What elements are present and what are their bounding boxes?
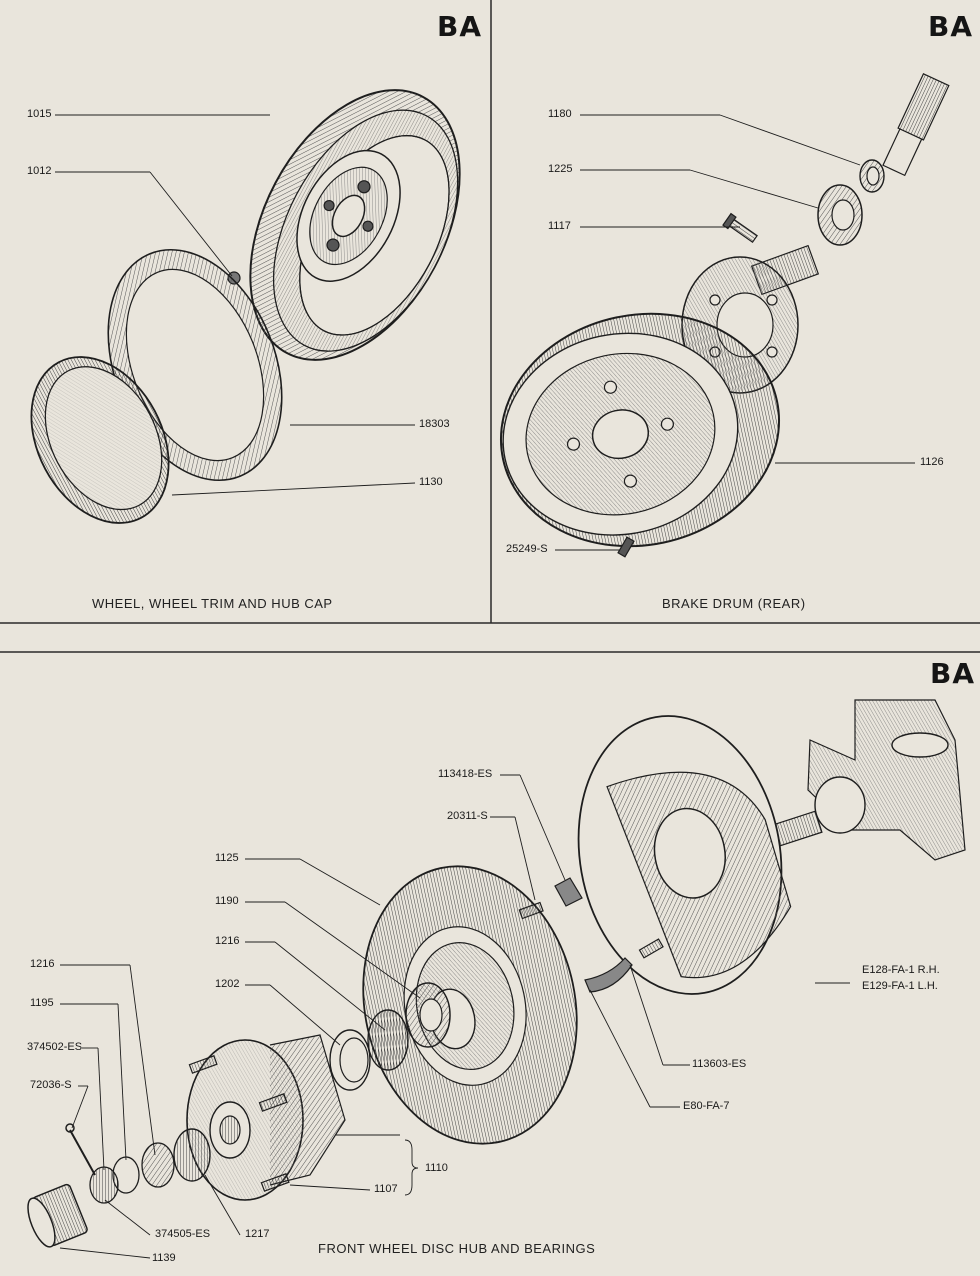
part-label: 1107 <box>374 1183 398 1195</box>
part-label: 1225 <box>548 163 573 175</box>
stub-axle-knuckle <box>757 699 966 861</box>
caption-wheel: WHEEL, WHEEL TRIM AND HUB CAP <box>92 596 333 611</box>
part-label: 1139 <box>152 1252 176 1264</box>
part-label: 1217 <box>245 1228 270 1240</box>
part-label: 374502-ES <box>27 1041 83 1053</box>
lock-tab-lower <box>584 957 633 993</box>
part-label: 25249-S <box>506 543 548 555</box>
part-label: 1015 <box>27 108 52 120</box>
disc-bolt <box>518 901 544 920</box>
splash-shield <box>577 715 792 995</box>
wheel-rim <box>249 89 461 361</box>
part-label: 1180 <box>548 108 572 120</box>
axle-shaft <box>882 72 950 177</box>
part-label: 20311-S <box>447 810 488 822</box>
part-label: 374505-ES <box>155 1228 211 1240</box>
lock-tab-upper <box>554 877 583 907</box>
part-label: E80-FA-7 <box>683 1100 730 1112</box>
brake-leader-lines <box>555 114 915 551</box>
panel-borders <box>0 0 980 653</box>
part-label: 1190 <box>215 895 239 907</box>
part-label: E128-FA-1 R.H. <box>862 964 940 976</box>
part-label: 1012 <box>27 165 52 177</box>
part-label: 1130 <box>419 476 443 488</box>
hub-leader-lines <box>59 774 850 1259</box>
brake-drum-drawing <box>499 72 950 558</box>
brake-drum <box>499 312 781 548</box>
part-label: 1216 <box>215 935 240 947</box>
part-label: 1202 <box>215 978 240 990</box>
section-badge-top-right: BA <box>928 10 974 43</box>
part-label: 1117 <box>548 220 571 232</box>
wheel-hub <box>186 1034 346 1201</box>
part-label: 1110 <box>425 1162 448 1174</box>
caption-front-hub: FRONT WHEEL DISC HUB AND BEARINGS <box>318 1241 596 1256</box>
caption-brake-drum: BRAKE DRUM (REAR) <box>662 596 806 611</box>
part-label: 1125 <box>215 852 239 864</box>
part-label: 1126 <box>920 456 944 468</box>
part-label: 113603-ES <box>692 1058 747 1070</box>
grease-cap <box>27 1183 88 1248</box>
part-label: E129-FA-1 L.H. <box>862 980 938 992</box>
section-badge-top-left: BA <box>437 10 483 43</box>
shield-bolt <box>638 938 664 959</box>
split-pin <box>69 1129 96 1176</box>
wheel-assembly-drawing <box>30 89 461 524</box>
part-label: 1216 <box>30 958 55 970</box>
wheel-stud <box>722 212 758 243</box>
part-label: 72036-S <box>30 1079 72 1091</box>
front-hub-drawing <box>27 699 966 1248</box>
hub-cap <box>30 356 170 524</box>
section-badge-bottom: BA <box>930 657 976 690</box>
part-label: 1195 <box>30 997 54 1009</box>
part-label: 18303 <box>419 418 450 430</box>
wheel-leader-lines <box>55 114 416 496</box>
part-label: 113418-ES <box>438 768 493 780</box>
